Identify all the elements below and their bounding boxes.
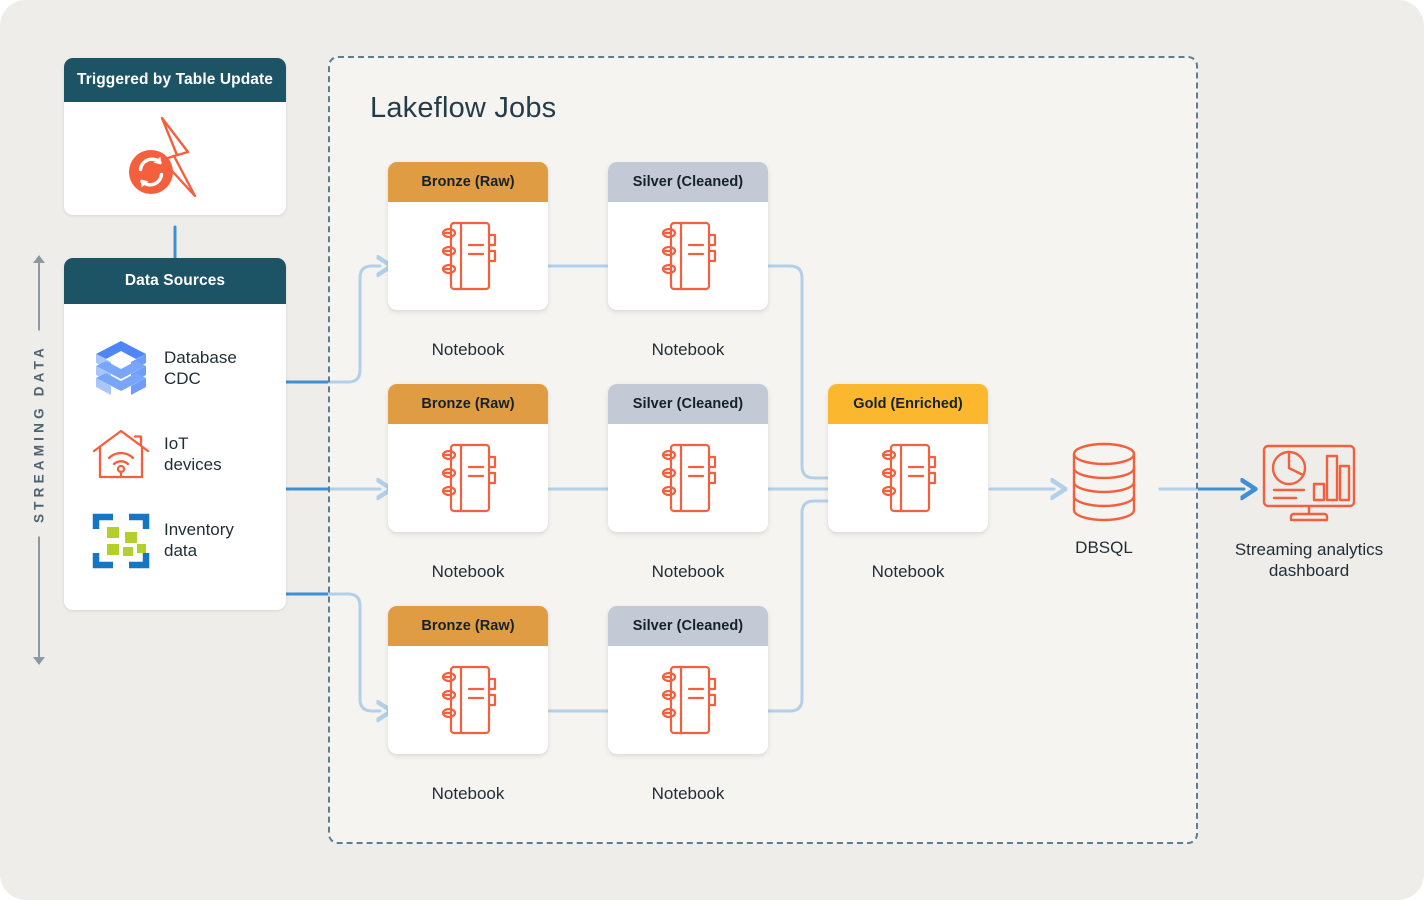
notebook-icon (828, 424, 988, 532)
lakeflow-jobs-title: Lakeflow Jobs (370, 92, 557, 124)
stage-card-bronze-3[interactable]: Bronze (Raw) (388, 606, 548, 754)
stage-caption: Notebook (651, 340, 725, 359)
data-source-item-iot-devices[interactable]: IoT devices (64, 412, 286, 498)
lightning-refresh-icon (129, 117, 197, 198)
data-source-label: Database CDC (164, 348, 237, 388)
stage-title: Silver (Cleaned) (608, 162, 768, 202)
data-sources-list: Database CDC (64, 304, 286, 610)
smart-home-wifi-icon (90, 427, 152, 483)
trigger-panel: Triggered by Table Update (64, 58, 286, 215)
notebook-icon (608, 424, 768, 532)
stage-caption: Notebook (871, 562, 945, 581)
notebook-icon (608, 646, 768, 754)
notebook-icon (388, 202, 548, 310)
stage-card-gold[interactable]: Gold (Enriched) (828, 384, 988, 532)
stage-card-bronze-1[interactable]: Bronze (Raw) (388, 162, 548, 310)
rail-arrow-down (33, 657, 45, 665)
data-sources-panel: Data Sources (64, 258, 286, 610)
database-cylinder-icon (1072, 442, 1136, 522)
stage-card-bronze-2[interactable]: Bronze (Raw) (388, 384, 548, 532)
stage-caption: Notebook (651, 562, 725, 581)
stage-card-silver-3[interactable]: Silver (Cleaned) (608, 606, 768, 754)
output-label: Streaming analytics dashboard (1234, 540, 1384, 581)
trigger-panel-title: Triggered by Table Update (64, 58, 286, 102)
stage-caption: Notebook (651, 784, 725, 803)
output-label: DBSQL (1075, 538, 1133, 557)
data-source-item-inventory-data[interactable]: Inventory data (64, 498, 286, 584)
output-node-dashboard[interactable]: Streaming analytics dashboard (1196, 440, 1422, 582)
stage-caption: Notebook (431, 562, 505, 581)
data-source-item-database-cdc[interactable]: Database CDC (64, 326, 286, 412)
analytics-dashboard-icon (1262, 444, 1356, 522)
inventory-barcode-icon (90, 513, 152, 569)
stacked-layers-icon (90, 338, 152, 400)
notebook-icon (608, 202, 768, 310)
data-source-label: Inventory data (164, 520, 234, 560)
stage-card-silver-2[interactable]: Silver (Cleaned) (608, 384, 768, 532)
stage-title: Bronze (Raw) (388, 162, 548, 202)
notebook-icon (388, 646, 548, 754)
stage-card-silver-1[interactable]: Silver (Cleaned) (608, 162, 768, 310)
stage-title: Silver (Cleaned) (608, 384, 768, 424)
data-sources-title: Data Sources (64, 258, 286, 304)
data-source-label: IoT devices (164, 434, 222, 474)
stage-caption: Notebook (431, 340, 505, 359)
stage-title: Bronze (Raw) (388, 606, 548, 646)
rail-label: STREAMING DATA (25, 330, 53, 537)
streaming-data-rail: STREAMING DATA (22, 255, 56, 665)
stage-title: Bronze (Raw) (388, 384, 548, 424)
trigger-panel-body (64, 102, 286, 215)
stage-title: Silver (Cleaned) (608, 606, 768, 646)
stage-title: Gold (Enriched) (828, 384, 988, 424)
stage-caption: Notebook (431, 784, 505, 803)
notebook-icon (388, 424, 548, 532)
rail-arrow-up (33, 255, 45, 263)
output-node-dbsql[interactable]: DBSQL (1032, 440, 1176, 558)
